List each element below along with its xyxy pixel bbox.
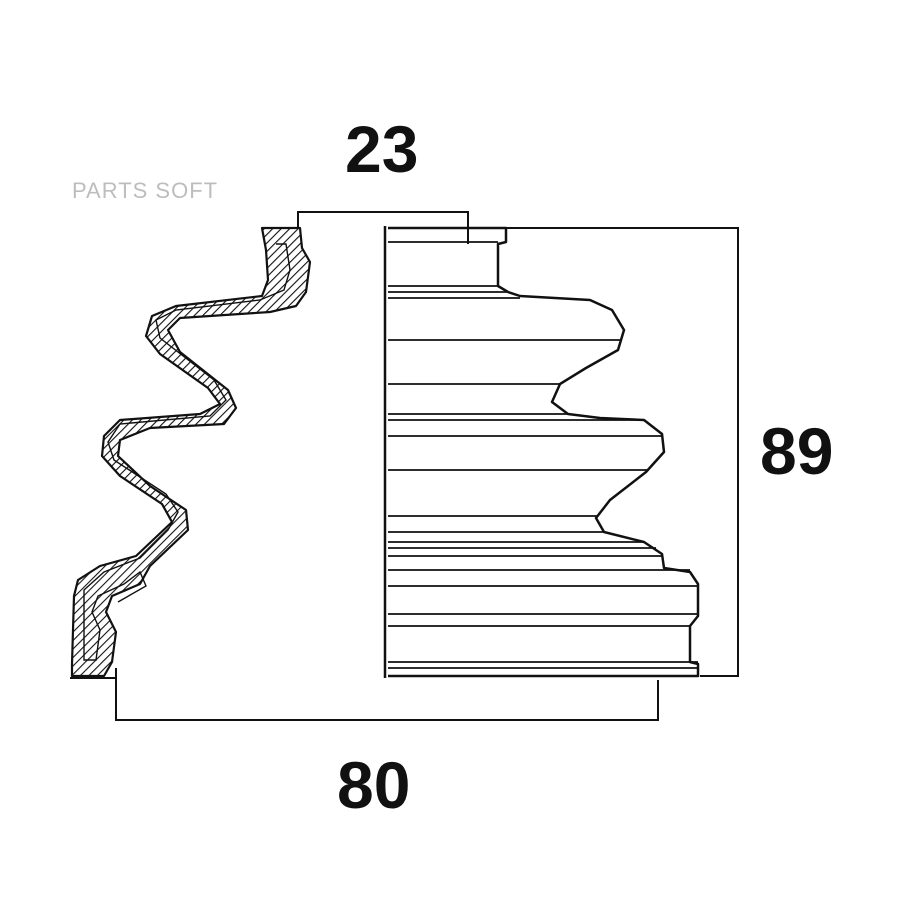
dimension-lines [70,211,739,721]
watermark-text: PARTS SOFT [72,178,219,203]
boot-wall-hatched [70,226,312,678]
boot-external-view [388,226,700,678]
boot-inner-contour [83,243,291,661]
dim-line-top [297,211,469,244]
dimension-bottom-label: 80 [337,748,411,822]
dim-line-bottom [115,668,659,721]
dimension-top-label: 23 [345,112,419,186]
boot-grooves [388,241,698,669]
dimension-right-label: 89 [760,414,834,488]
dim-line-right [506,227,739,677]
boot-outer-profile [388,226,700,678]
boot-cross-section [70,226,312,678]
